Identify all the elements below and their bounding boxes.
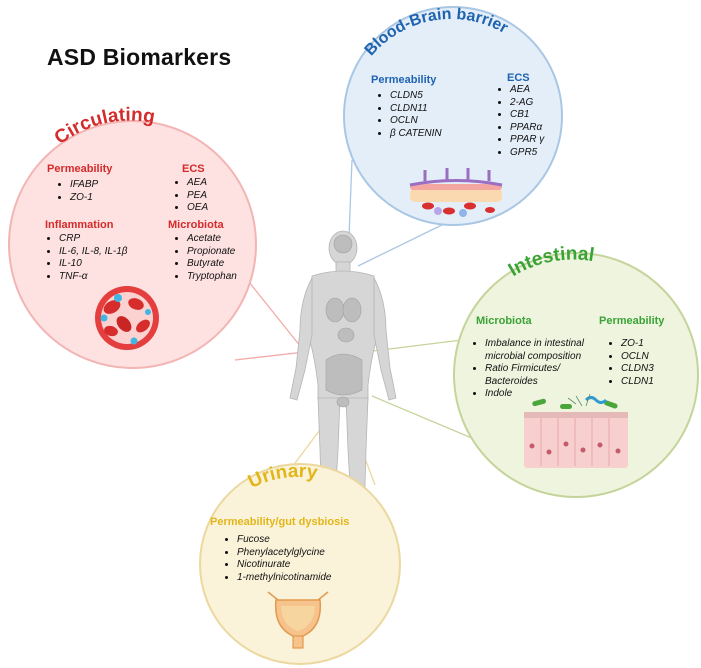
connector-circulating [248,281,306,353]
list-item: Acetate [187,233,237,246]
list-item: Indole [485,388,607,401]
circulating-ecs-heading: ECS [182,163,205,175]
list-item: 2-AG [510,97,544,110]
list-item: Butyrate [187,258,237,271]
intestinal-permeability-heading: Permeability [599,315,665,327]
page-title: ASD Biomarkers [47,44,232,70]
list-item: IL-10 [59,258,128,271]
intestinal-permeability-list: ZO-1 OCLN CLDN3 CLDN1 [606,338,654,388]
circulating-permeability-heading: Permeability [47,163,113,175]
circulating-inflammation-list: CRP IL-6, IL-8, IL-1β IL-10 TNF-α [44,233,128,283]
connector-circulating [234,351,306,361]
list-item: CLDN3 [621,363,654,376]
list-item: TNF-α [59,271,128,284]
list-item: Imbalance in intestinal microbial compos… [485,338,607,363]
list-item: CLDN5 [390,90,442,103]
list-item: PEA [187,190,208,203]
list-item: ZO-1 [621,338,654,351]
list-item: IFABP [70,179,98,192]
list-item: CLDN1 [621,376,654,389]
circulating-microbiota-heading: Microbiota [168,219,224,231]
circulating-permeability-list: IFABP ZO-1 [55,179,98,204]
list-item: GPR5 [510,147,544,160]
list-item: IL-6, IL-8, IL-1β [59,246,128,259]
list-item: Tryptophan [187,271,237,284]
list-item: 1-methylnicotinamide [237,572,332,585]
list-item: AEA [510,84,544,97]
list-item: Propionate [187,246,237,259]
circulating-microbiota-list: Acetate Propionate Butyrate Tryptophan [172,233,237,283]
list-item: CRP [59,233,128,246]
list-item: Fucose [237,534,332,547]
bbb-permeability-heading: Permeability [371,74,437,86]
list-item: Nicotinurate [237,559,332,572]
list-item: ZO-1 [70,192,98,205]
intestinal-microbiota-heading: Microbiota [476,315,532,327]
list-item: PPARα [510,122,544,135]
list-item: CB1 [510,109,544,122]
list-item: OCLN [621,351,654,364]
list-item: OCLN [390,115,442,128]
list-item: OEA [187,202,208,215]
urinary-permeability-heading: Permeability/gut dysbiosis [210,516,350,528]
list-item: CLDN11 [390,103,442,116]
urinary-permeability-list: Fucose Phenylacetylglycine Nicotinurate … [222,534,332,584]
bbb-permeability-list: CLDN5 CLDN11 OCLN β CATENIN [375,90,442,140]
circulating-ecs-list: AEA PEA OEA [172,177,208,215]
list-item: AEA [187,177,208,190]
list-item: PPAR γ [510,134,544,147]
intestinal-microbiota-list: Imbalance in intestinal microbial compos… [470,338,607,401]
bbb-ecs-heading: ECS [507,72,530,84]
connector-bbb [357,221,449,267]
list-item: β CATENIN [390,128,442,141]
list-item: Phenylacetylglycine [237,547,332,560]
circulating-inflammation-heading: Inflammation [45,219,114,231]
bbb-ecs-list: AEA 2-AG CB1 PPARα PPAR γ GPR5 [495,84,544,160]
list-item: Ratio Firmicutes/ Bacteroides [485,363,607,388]
